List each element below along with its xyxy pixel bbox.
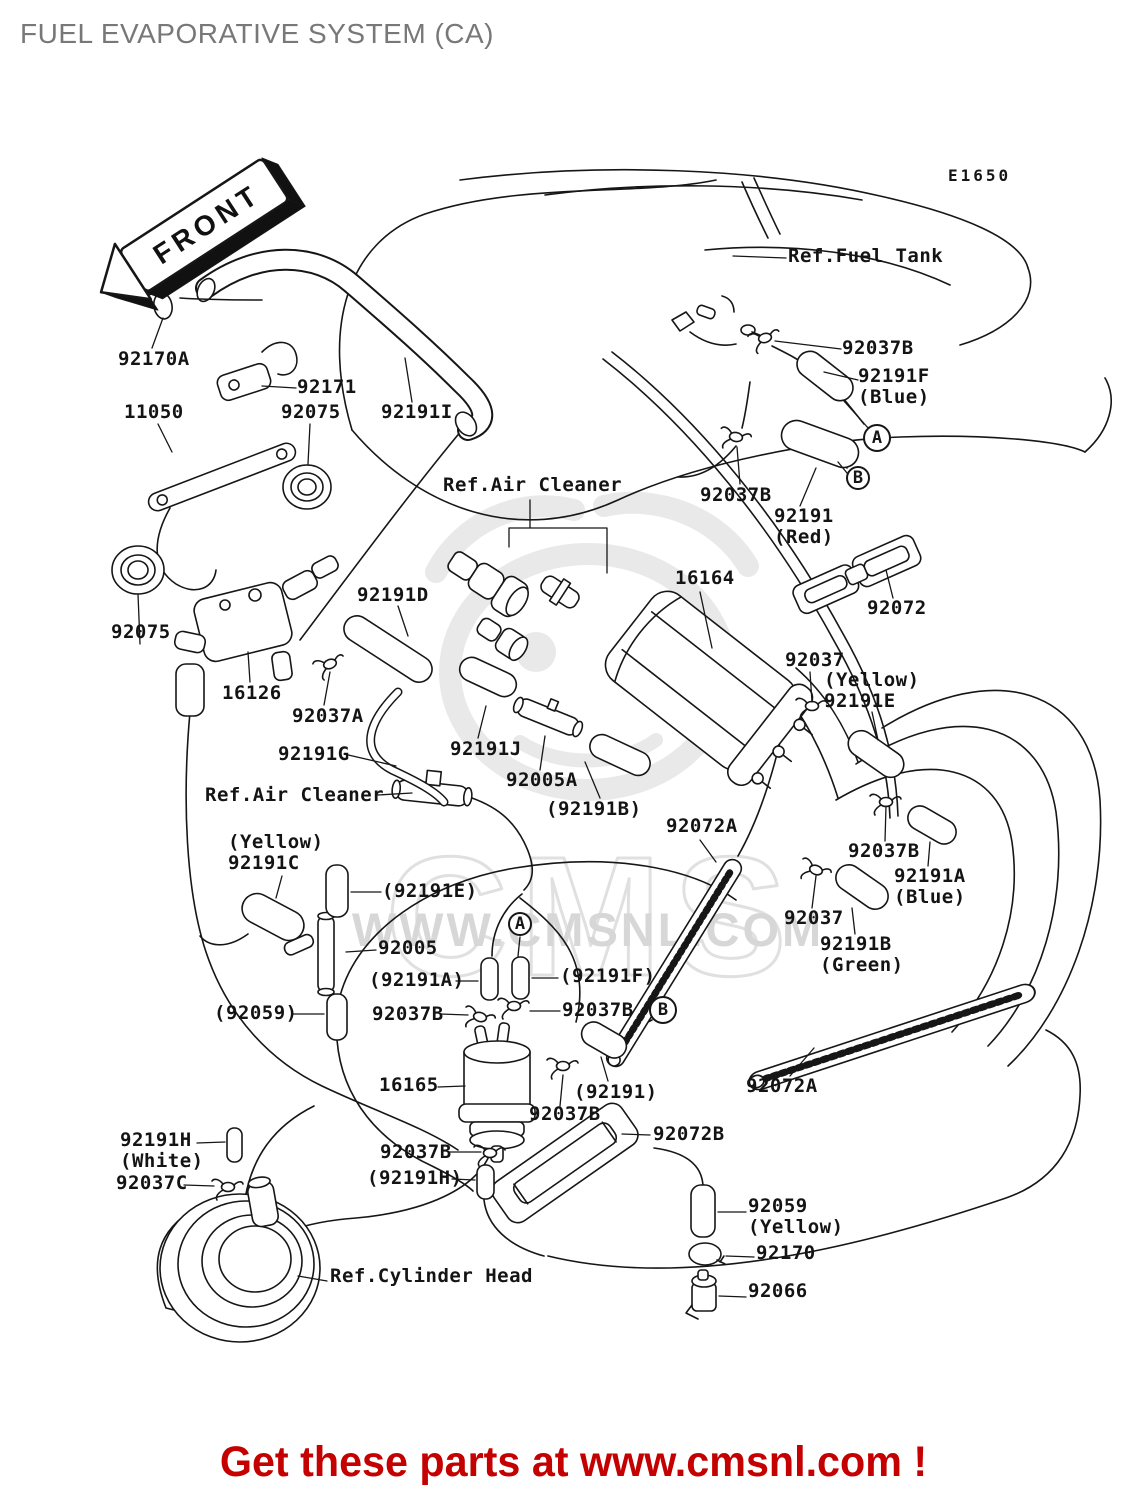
- callout-b-2: B: [649, 996, 677, 1024]
- tube-92191f-blue: [796, 350, 854, 402]
- tube-92191a-blue: [907, 805, 957, 845]
- valve-16126: [173, 555, 339, 717]
- callout-b-1: B: [846, 466, 870, 490]
- strap-92072: [792, 534, 922, 615]
- label-16164: 16164: [675, 567, 735, 589]
- label-92037-2: 92037: [784, 907, 844, 929]
- label-ref-air-cleaner-2: Ref.Air Cleaner: [205, 784, 385, 806]
- label-92037b-1: 92037B: [842, 337, 914, 359]
- label-92191g: 92191G: [278, 743, 350, 765]
- label-92191e-paren: (92191E): [382, 880, 478, 902]
- grommet-92075-left: [111, 545, 165, 595]
- label-92170a: 92170A: [118, 348, 190, 370]
- callout-a-2: A: [508, 912, 532, 936]
- label-92037b-2: 92037B: [700, 484, 772, 506]
- label-92191-paren: (92191): [574, 1081, 658, 1103]
- label-92075-1: 92075: [281, 401, 341, 423]
- label-92191b-paren: (92191B): [546, 798, 642, 820]
- tube-92191b-green: [835, 864, 889, 910]
- tube-92191h-white: [226, 1127, 243, 1163]
- label-92066: 92066: [748, 1280, 808, 1302]
- label-92037c: 92037C: [116, 1172, 188, 1194]
- tube-92059-paren: [326, 993, 348, 1041]
- label-ref-fuel-tank: Ref.Fuel Tank: [788, 245, 944, 267]
- callout-a-1: A: [863, 424, 891, 452]
- label-92072a-2: 92072A: [746, 1075, 818, 1097]
- label-92191h-paren: (92191H): [367, 1167, 463, 1189]
- bracket-11050: [147, 442, 297, 591]
- tee-union-92005: [283, 911, 335, 997]
- fuel-tank-outline: [338, 168, 1112, 521]
- id-tubes: [226, 350, 957, 1238]
- tube-92191i: [195, 248, 494, 441]
- strap-92072a-2: [748, 983, 1036, 1091]
- label-92037a: 92037A: [292, 705, 364, 727]
- label-92059-yellow: 92059 (Yellow): [748, 1195, 844, 1238]
- tube-92059-yellow: [690, 1184, 716, 1238]
- label-92170: 92170: [756, 1242, 816, 1264]
- watermark-cms-text: CMS: [385, 822, 799, 1012]
- watermark-url-text: WWW.CMSNL.COM: [352, 903, 824, 956]
- label-92072a-1: 92072A: [666, 815, 738, 837]
- leader-lines: [137, 255, 931, 1298]
- label-92005a: 92005A: [506, 769, 578, 791]
- separator-16165: [458, 1022, 536, 1163]
- tube-92191d: [343, 615, 433, 683]
- tube-92191j: [458, 656, 518, 698]
- hose-92191g: [366, 687, 449, 807]
- valve-92066: [685, 1269, 717, 1320]
- label-92075-2: 92075: [111, 621, 171, 643]
- label-yellow-92191c: (Yellow) 92191C: [228, 831, 324, 874]
- canister-16164: [604, 590, 814, 790]
- label-92037b-6: 92037B: [529, 1103, 601, 1125]
- label-92191a-blue: 92191A (Blue): [894, 865, 966, 908]
- label-92037b-7: 92037B: [380, 1141, 452, 1163]
- label-92191-red: 92191 (Red): [774, 505, 834, 548]
- label-16126: 16126: [222, 682, 282, 704]
- label-92072: 92072: [867, 597, 927, 619]
- tube-92191f-paren: [511, 956, 530, 1000]
- tube-92191-red: [780, 419, 860, 469]
- label-92171: 92171: [297, 376, 357, 398]
- tube-92191-paren: [580, 1021, 628, 1059]
- label-92191i: 92191I: [381, 401, 453, 423]
- tube-92191a-paren: [480, 957, 499, 1001]
- hook-92171: [216, 341, 298, 402]
- tube-92191b: [589, 733, 651, 777]
- label-92191h-white: 92191H (White): [120, 1129, 204, 1172]
- page-title: FUEL EVAPORATIVE SYSTEM (CA): [20, 18, 495, 49]
- ring-92170: [688, 1242, 726, 1266]
- label-92059-paren: (92059): [214, 1002, 298, 1024]
- label-92072b: 92072B: [653, 1123, 725, 1145]
- tube-92191e-yellow: [847, 729, 905, 779]
- label-ref-cylinder-head: Ref.Cylinder Head: [330, 1265, 533, 1287]
- label-92191j: 92191J: [450, 738, 522, 760]
- label-92191b-green: 92191B (Green): [820, 933, 904, 976]
- cylinder-head-flange: [156, 1176, 321, 1343]
- footer-ad-link[interactable]: Get these parts at www.cmsnl.com !: [219, 1438, 928, 1486]
- label-92037b-5: 92037B: [372, 1003, 444, 1025]
- tube-92191h-paren: [476, 1164, 495, 1200]
- grommet-92075-top: [282, 464, 332, 510]
- label-16165: 16165: [379, 1074, 439, 1096]
- label-92191f-paren: (92191F): [560, 965, 656, 987]
- label-11050: 11050: [124, 401, 184, 423]
- strap-92072a-1: [605, 858, 743, 1068]
- label-92191a-paren: (92191A): [369, 969, 465, 991]
- diagram-line-art: CMS WWW.CMSNL.COM: [99, 157, 1112, 1343]
- label-yellow-92191e: (Yellow) 92191E: [824, 669, 920, 712]
- label-92037-1: 92037: [785, 649, 845, 671]
- label-ref-air-cleaner-1: Ref.Air Cleaner: [443, 474, 623, 496]
- label-92037b-3: 92037B: [848, 840, 920, 862]
- label-92191d: 92191D: [357, 584, 429, 606]
- label-92191f-blue: 92191F (Blue): [858, 365, 930, 408]
- label-92037b-4: 92037B: [562, 999, 634, 1021]
- tee-union-92005a: [512, 696, 584, 738]
- diagram-code: E1650: [948, 166, 1012, 185]
- bracket-92072b: [491, 1102, 639, 1224]
- tube-92191c-yellow: [241, 892, 305, 942]
- front-arrow-badge: FRONT: [99, 157, 306, 311]
- label-92005: 92005: [378, 937, 438, 959]
- tube-92191e-paren: [325, 864, 349, 918]
